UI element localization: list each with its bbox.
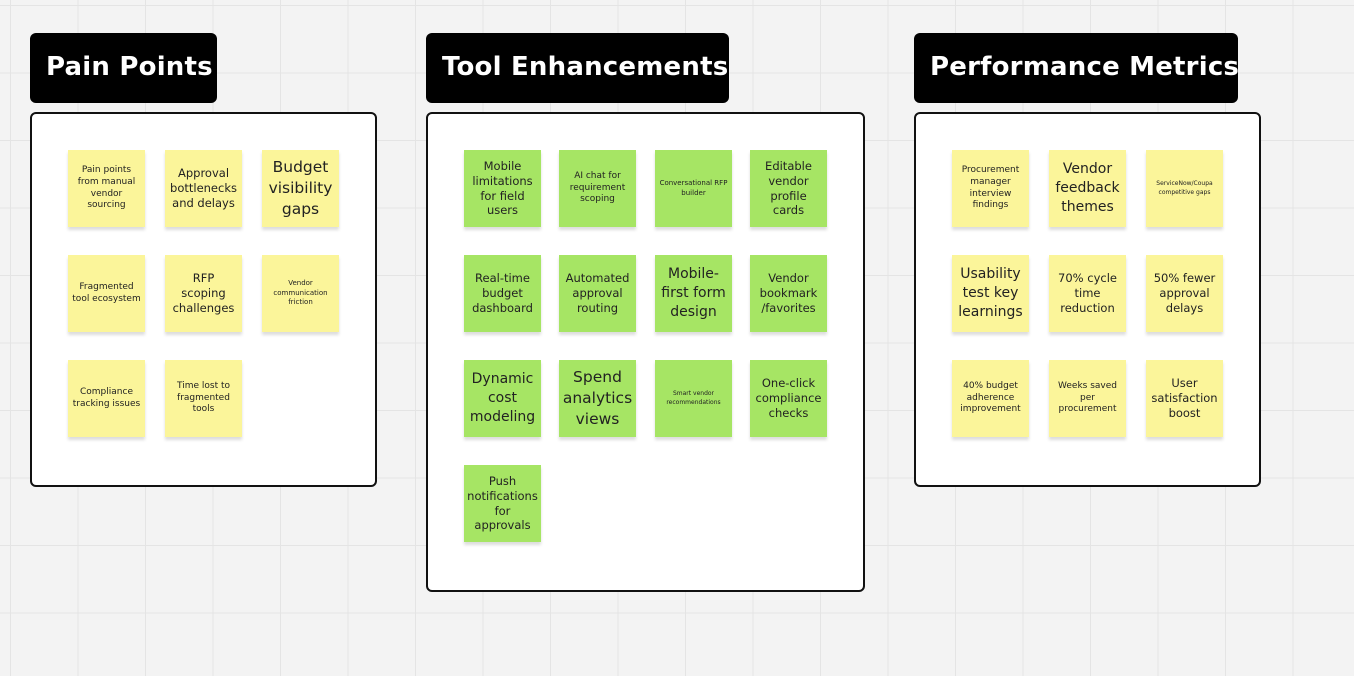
sticky-note[interactable]: Pain points from manual vendor sourcing bbox=[68, 150, 145, 227]
sticky-note[interactable]: User satisfaction boost bbox=[1146, 360, 1223, 437]
section-title-performance-metrics[interactable]: Performance Metrics bbox=[914, 33, 1239, 103]
sticky-note[interactable]: AI chat for requirement scoping bbox=[559, 150, 636, 227]
sticky-note[interactable]: Approval bottlenecks and delays bbox=[165, 150, 242, 227]
sticky-note[interactable]: Vendor bookmark /favorites bbox=[750, 255, 827, 332]
sticky-note[interactable]: Budget visibility gaps bbox=[262, 150, 339, 227]
sticky-note[interactable]: 40% budget adherence improvement bbox=[952, 360, 1029, 437]
sticky-note[interactable]: Mobile limitations for field users bbox=[464, 150, 541, 227]
sticky-note[interactable]: Compliance tracking issues bbox=[68, 360, 145, 437]
sticky-note[interactable]: Spend analytics views bbox=[559, 360, 636, 437]
section-title-pain-points[interactable]: Pain Points bbox=[30, 33, 217, 103]
sticky-note[interactable]: Vendor feedback themes bbox=[1049, 150, 1126, 227]
sticky-note[interactable]: RFP scoping challenges bbox=[165, 255, 242, 332]
sticky-note[interactable]: Vendor communication friction bbox=[262, 255, 339, 332]
sticky-note[interactable]: Mobile-first form design bbox=[655, 255, 732, 332]
sticky-note[interactable]: Automated approval routing bbox=[559, 255, 636, 332]
sticky-note[interactable]: ServiceNow/Coupa competitive gaps bbox=[1146, 150, 1223, 227]
sticky-note[interactable]: Dynamic cost modeling bbox=[464, 360, 541, 437]
sticky-note[interactable]: Real-time budget dashboard bbox=[464, 255, 541, 332]
sticky-note[interactable]: Time lost to fragmented tools bbox=[165, 360, 242, 437]
sticky-note[interactable]: Smart vendor recommendations bbox=[655, 360, 732, 437]
sticky-note[interactable]: Weeks saved per procurement bbox=[1049, 360, 1126, 437]
sticky-note[interactable]: Push notifications for approvals bbox=[464, 465, 541, 542]
sticky-note[interactable]: Editable vendor profile cards bbox=[750, 150, 827, 227]
sticky-note[interactable]: Conversational RFP builder bbox=[655, 150, 732, 227]
sticky-note[interactable]: Fragmented tool ecosystem bbox=[68, 255, 145, 332]
sticky-note[interactable]: Usability test key learnings bbox=[952, 255, 1029, 332]
sticky-note[interactable]: One-click compliance checks bbox=[750, 360, 827, 437]
section-title-tool-enhancements[interactable]: Tool Enhancements bbox=[426, 33, 729, 103]
sticky-note[interactable]: Procurement manager interview findings bbox=[952, 150, 1029, 227]
sticky-note[interactable]: 70% cycle time reduction bbox=[1049, 255, 1126, 332]
sticky-note[interactable]: 50% fewer approval delays bbox=[1146, 255, 1223, 332]
